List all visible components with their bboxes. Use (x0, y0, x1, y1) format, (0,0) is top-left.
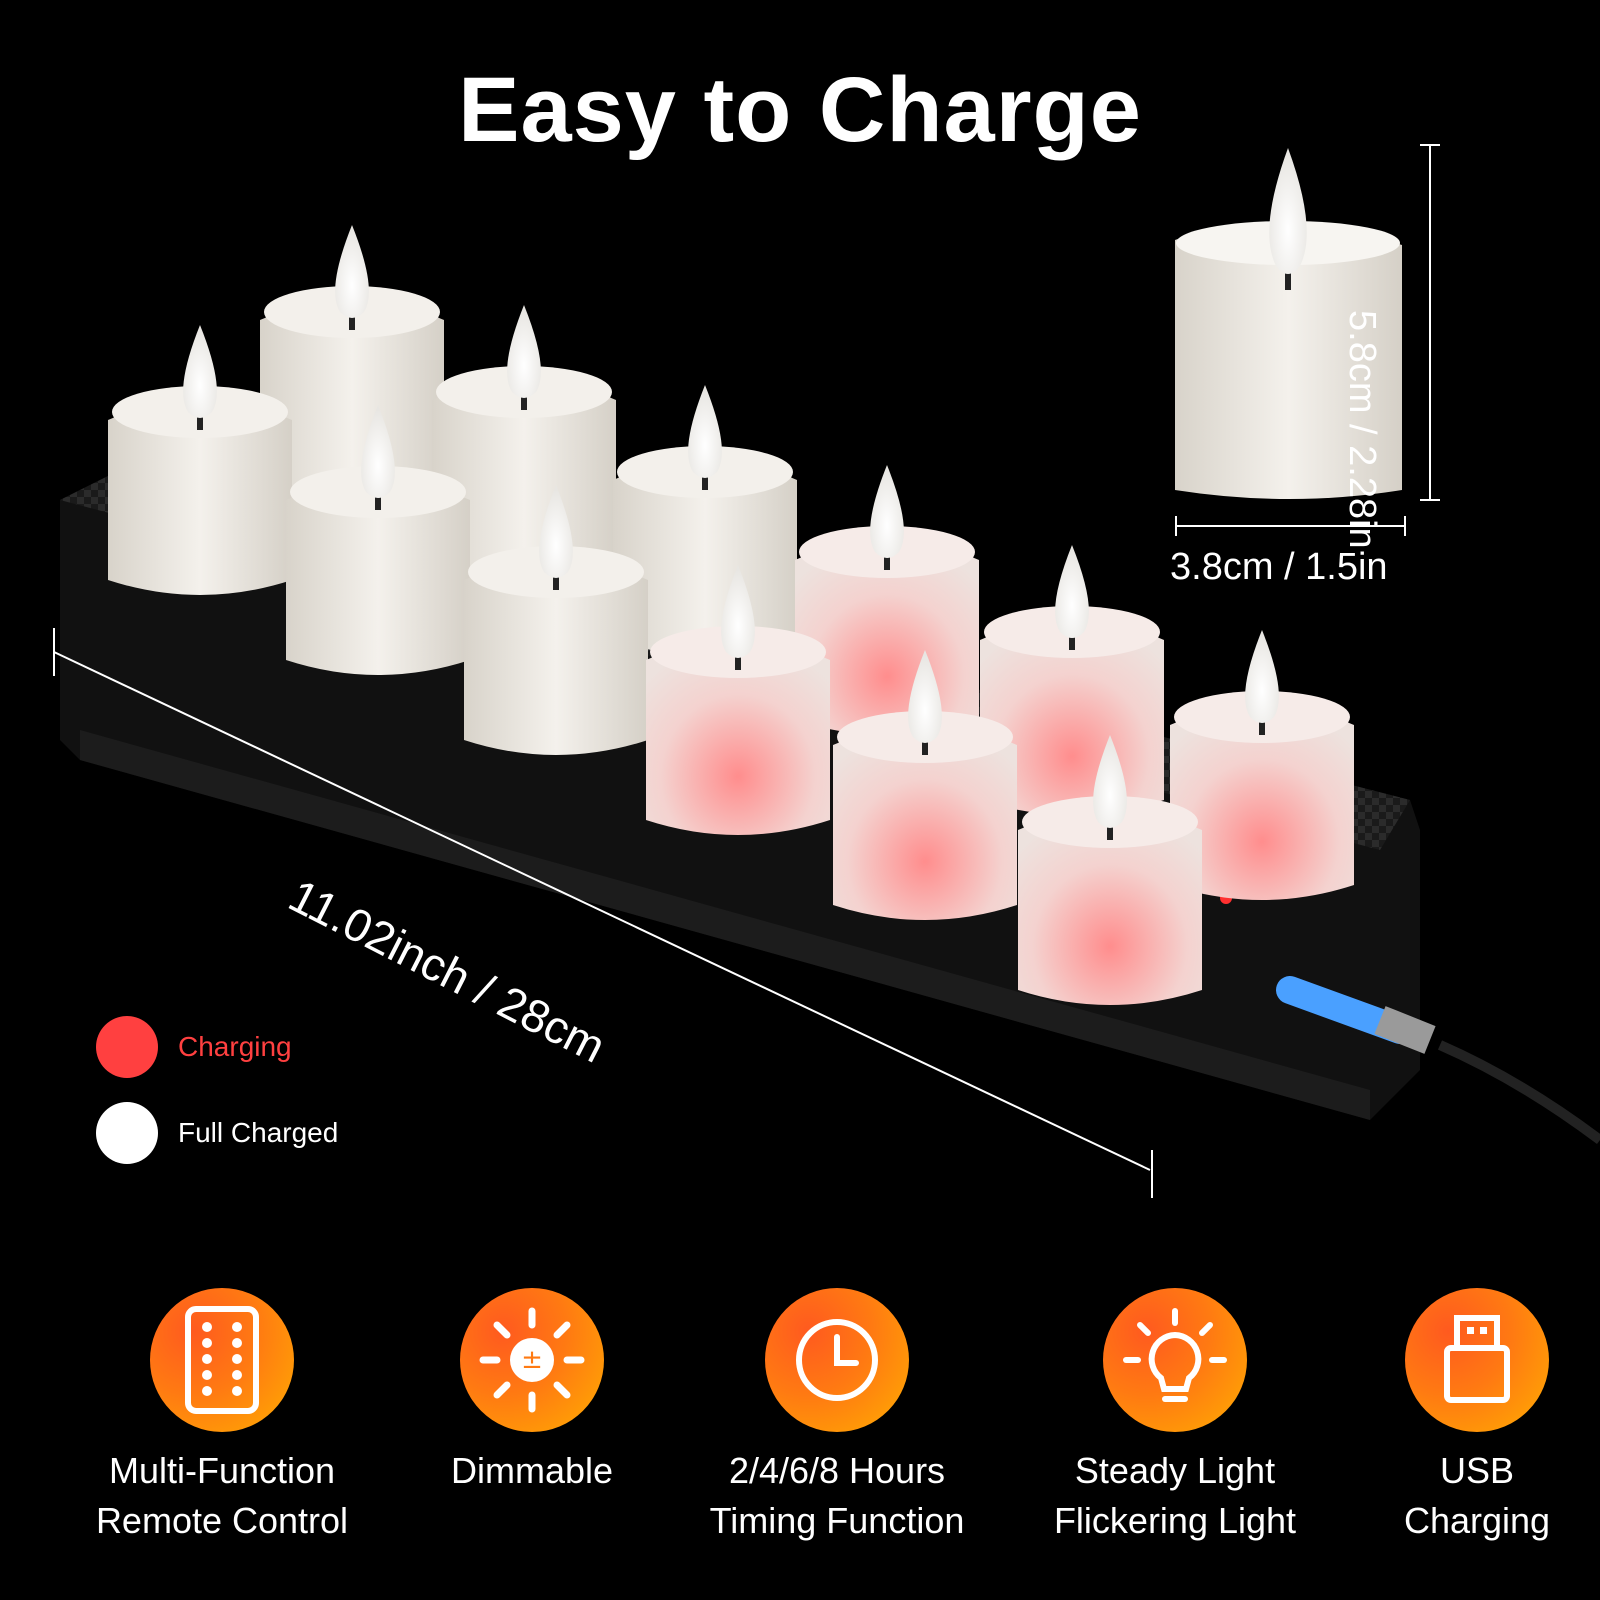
svg-text:±: ± (521, 1345, 543, 1375)
page-title: Easy to Charge (458, 59, 1142, 161)
feature-label: Steady Light Flickering Light (1053, 1450, 1297, 1541)
legend-charging: Charging (96, 1016, 292, 1078)
feature-label: Dimmable (450, 1450, 614, 1491)
flame (1055, 545, 1089, 638)
remote-control-icon (150, 1288, 294, 1432)
usb-cable (1276, 976, 1600, 1145)
flame (1245, 630, 1279, 723)
flame (908, 650, 942, 743)
full-charged-dot (96, 1102, 158, 1164)
candle (464, 485, 648, 755)
charging-dot (96, 1016, 158, 1078)
clock-icon (765, 1288, 909, 1432)
feature-timing: 2/4/6/8 Hours Timing Function (687, 1288, 987, 1546)
candle-height-label: 5.8cm / 2.28in (1341, 310, 1383, 549)
candle (833, 650, 1017, 920)
candle (260, 225, 444, 495)
flame (539, 485, 573, 578)
feature-label: 2/4/6/8 Hours Timing Function (709, 1450, 965, 1541)
flame (183, 325, 217, 418)
candle (432, 305, 616, 575)
brightness-icon: ± (460, 1288, 604, 1432)
flame (507, 305, 541, 398)
feature-label: USB Charging (1403, 1450, 1551, 1541)
dimension-lines (53, 144, 1440, 1198)
usb-icon (1405, 1288, 1549, 1432)
feature-remote-control: Multi-Function Remote Control (72, 1288, 372, 1546)
flame (870, 465, 904, 558)
feature-list: Multi-Function Remote Control ± Dimmable (0, 1288, 1600, 1588)
candle (286, 405, 470, 675)
candle (1170, 630, 1354, 900)
flame (721, 565, 755, 658)
flame (688, 385, 722, 478)
flame (335, 225, 369, 318)
candle (1018, 735, 1202, 1005)
feature-light-modes: Steady Light Flickering Light (1025, 1288, 1325, 1546)
flame (361, 405, 395, 498)
legend-full-charged: Full Charged (96, 1102, 338, 1164)
candle-grid (108, 225, 1354, 1005)
legend-label-full-charged: Full Charged (178, 1117, 339, 1148)
legend-label-charging: Charging (178, 1031, 292, 1062)
single-candle (1175, 148, 1402, 499)
feature-dimmable: ± Dimmable (382, 1288, 682, 1496)
lightbulb-icon (1103, 1288, 1247, 1432)
candle (108, 325, 292, 595)
candle-width-label: 3.8cm / 1.5in (1170, 546, 1388, 588)
candle (646, 565, 830, 835)
feature-usb-charging: USB Charging (1327, 1288, 1600, 1546)
feature-label: Multi-Function Remote Control (95, 1450, 349, 1541)
flame (1093, 735, 1127, 828)
